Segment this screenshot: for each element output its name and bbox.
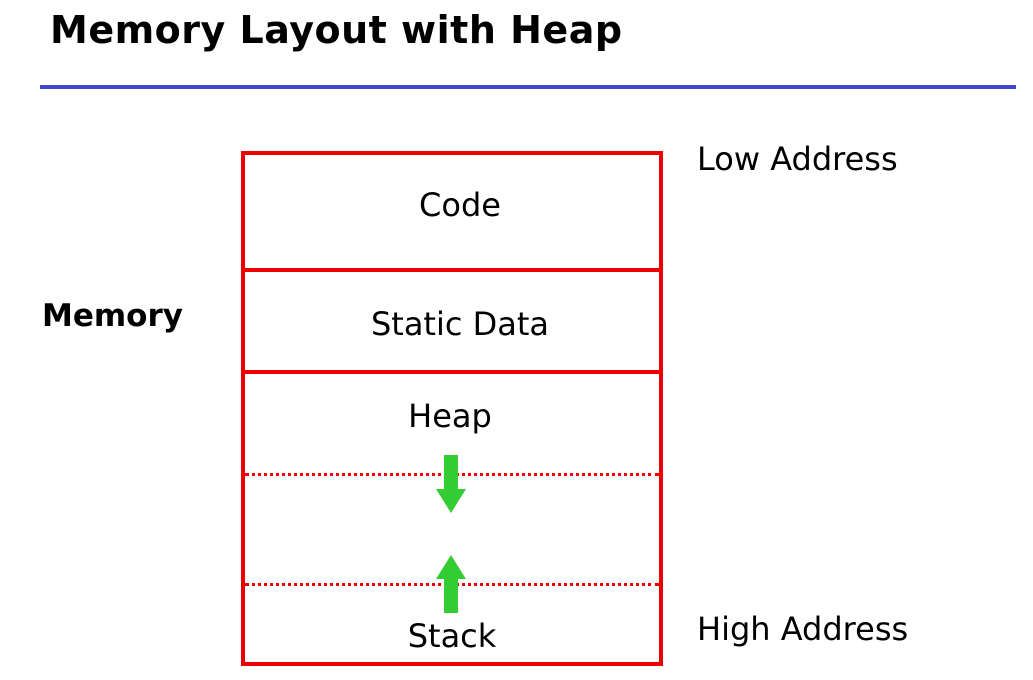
segment-heap-label: Heap — [408, 397, 492, 435]
low-address-label: Low Address — [697, 140, 898, 178]
title-underline — [40, 85, 1016, 89]
high-address-label: High Address — [697, 610, 909, 648]
segment-code-label: Code — [419, 186, 501, 224]
slide-title: Memory Layout with Heap — [50, 8, 623, 52]
arrow-up-icon — [436, 555, 466, 613]
arrow-down-icon — [436, 455, 466, 513]
static-heap-divider — [241, 370, 663, 374]
code-static-divider — [241, 268, 663, 272]
memory-block — [241, 151, 663, 666]
segment-stack-label: Stack — [407, 617, 497, 655]
title-underline-bar — [40, 85, 1016, 89]
memory-label: Memory — [42, 298, 183, 334]
segment-static-data-label: Static Data — [370, 305, 550, 343]
